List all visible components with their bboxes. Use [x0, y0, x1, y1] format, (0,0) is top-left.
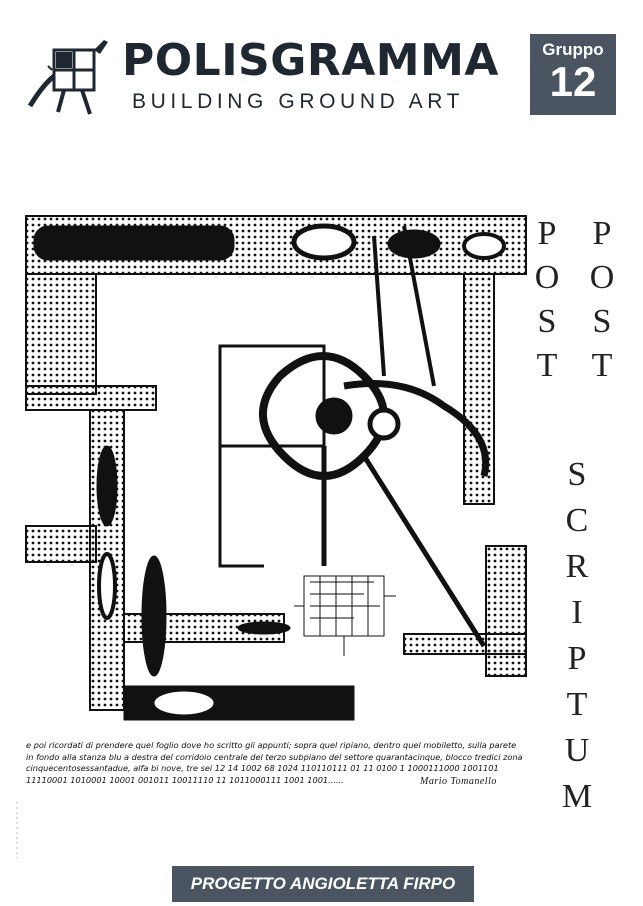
caption-line: cinquecentosessantadue, alfa bi nove, tr… [26, 763, 499, 773]
brand-tagline: BUILDING GROUND ART [132, 90, 465, 113]
artist-signature: Mario Tomanello [420, 776, 497, 787]
title-post-right: P O S T [585, 212, 619, 388]
caption-line: e poi ricordati di prendere quel foglio … [26, 740, 517, 750]
title-letter: T [566, 686, 588, 723]
brand-name: POLISGRAMMA [122, 35, 499, 86]
cartoon-animal-logo-icon [27, 40, 108, 115]
title-letter: S [537, 303, 557, 340]
title-letter: O [589, 259, 615, 296]
title-letter: T [591, 347, 613, 384]
title-letter: C [565, 502, 589, 539]
group-badge-label: Gruppo [542, 40, 604, 59]
title-post-left: P O S T [530, 212, 564, 388]
title-letter: R [565, 548, 589, 585]
title-letter: S [592, 303, 612, 340]
printer-mark [16, 802, 18, 858]
title-letter: O [534, 259, 560, 296]
title-scriptum: S C R I P T U M [560, 452, 594, 820]
title-letter: P [537, 215, 557, 252]
title-letter: I [571, 594, 583, 631]
group-badge-number: 12 [549, 58, 597, 105]
caption-line: in fondo alla stanza blu a destra del co… [26, 751, 523, 762]
abstract-artwork [25, 215, 527, 721]
title-letter: P [592, 215, 612, 252]
group-badge: Gruppo 12 [530, 34, 616, 115]
title-letter: M [561, 778, 593, 815]
title-letter: P [567, 640, 587, 677]
artwork-caption: e poi ricordati di prendere quel foglio … [26, 740, 546, 786]
title-letter: S [567, 456, 587, 493]
title-letter: U [564, 732, 590, 769]
title-letter: T [536, 347, 558, 384]
caption-line: 11110001 1010001 10001 001011 10011110 1… [26, 774, 344, 785]
footer-project-label: PROGETTO ANGIOLETTA FIRPO [172, 866, 474, 902]
